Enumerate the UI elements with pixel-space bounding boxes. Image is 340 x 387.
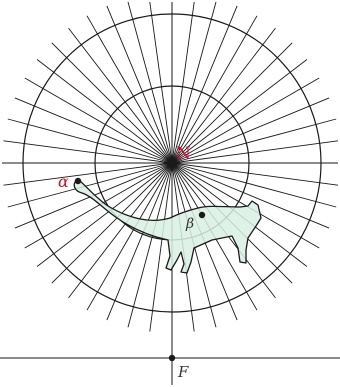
radial-line: [87, 16, 172, 163]
radial-line: [8, 119, 172, 163]
radial-line: [172, 6, 237, 163]
bottom-point: [169, 355, 175, 361]
radial-line: [172, 119, 336, 163]
radial-line: [15, 98, 172, 163]
radial-line: [128, 2, 172, 163]
radial-lines: [2, 2, 338, 333]
radial-line: [172, 163, 336, 207]
beta-label: β: [185, 216, 194, 232]
radial-line: [52, 43, 172, 163]
radial-line: [25, 78, 172, 163]
radial-line: [107, 6, 172, 163]
radial-line: [8, 163, 172, 207]
radial-line: [172, 78, 319, 163]
north-label: N: [176, 144, 191, 164]
bottom-point-label: F: [177, 363, 189, 381]
radial-line: [172, 16, 257, 163]
radial-line: [107, 163, 172, 320]
radial-line: [172, 2, 216, 163]
radial-line: [128, 163, 172, 327]
north-pole-point: [169, 160, 176, 167]
alpha-point: [75, 178, 81, 184]
beta-point: [199, 212, 205, 218]
alpha-label: α: [58, 172, 69, 191]
radial-line: [172, 98, 329, 163]
